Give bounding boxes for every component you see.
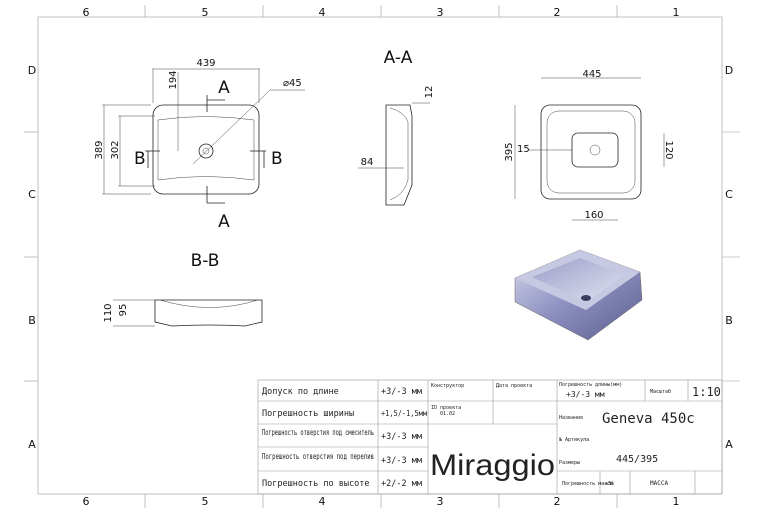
dim-rim: 12: [424, 86, 435, 99]
column-labels: 6 5 4 3 2 1 6 5 4 3 2 1 D C B A D C B A: [28, 6, 733, 508]
name-label: Название: [559, 415, 583, 421]
constructor-label: Конструктор: [431, 383, 464, 389]
frame-ticks: [24, 5, 740, 508]
section-bb-title: B-B: [191, 251, 220, 271]
dim-depth: 84: [361, 157, 374, 168]
col-label: 5: [202, 6, 209, 19]
mass-label: МАССА: [650, 480, 668, 487]
brand-logo: Miraggio: [430, 449, 555, 482]
length-tol: +3/-3 мм: [566, 390, 605, 399]
section-mark-a: A: [218, 78, 230, 98]
tolerance-label: Погрешность отверстия под смеситель: [262, 428, 374, 437]
row-label: B: [725, 314, 733, 327]
section-mark-b: B: [271, 149, 283, 169]
title-block: Допуск по длине Погрешность ширины Погре…: [257, 379, 723, 495]
project-id-label: ID проекта: [431, 405, 461, 411]
dim-hole-width: 160: [584, 210, 603, 221]
dim-front-height: 395: [504, 142, 515, 161]
row-label: A: [725, 438, 733, 451]
tolerance-label: Погрешность по высоте: [262, 479, 369, 489]
tolerance-value: +1,5/-1,5мм: [381, 409, 427, 418]
project-id: 01.02: [440, 411, 455, 417]
row-label: C: [28, 188, 36, 201]
section-bb-view: B-B 110 95: [103, 251, 263, 327]
dim-height-inner: 302: [110, 140, 121, 159]
dim-front-width: 445: [582, 69, 601, 80]
front-view: 445 395 15 160 120: [504, 69, 674, 221]
product-name: Geneva 450c: [602, 411, 695, 427]
size-label: Размеры: [559, 460, 580, 466]
mass-tol: ±3%: [605, 481, 614, 487]
col-label: 2: [554, 6, 561, 19]
tolerance-value: +3/-3 мм: [381, 387, 422, 397]
row-label: D: [725, 64, 733, 77]
tolerance-value: +3/-3 мм: [381, 432, 422, 442]
dim-width: 439: [196, 58, 215, 69]
row-label: D: [28, 64, 36, 77]
dim-bb-outer: 110: [103, 303, 114, 322]
dim-bb-inner: 95: [118, 304, 129, 317]
row-label: C: [725, 188, 733, 201]
col-label: 1: [673, 6, 680, 19]
tolerance-value: +3/-3 мм: [381, 456, 422, 466]
dim-offset: 15: [517, 144, 530, 155]
col-label: 1: [673, 495, 680, 508]
mass-tol-label: Погрешность массы: [562, 481, 613, 487]
section-aa-title: A-A: [384, 48, 413, 68]
scale-label: Масштаб: [650, 388, 671, 395]
tolerance-label: Допуск по длине: [262, 387, 339, 397]
dim-drain: 194: [168, 70, 179, 89]
section-mark-a: A: [218, 212, 230, 232]
dim-height-outer: 389: [94, 140, 105, 159]
tolerance-value: +2/-2 мм: [381, 479, 422, 489]
tolerance-label: Погрешность ширины: [262, 409, 354, 419]
sink-3d-render: [514, 249, 643, 341]
section-mark-b: B: [134, 149, 146, 169]
size-value: 445/395: [616, 454, 658, 465]
col-label: 3: [437, 495, 444, 508]
col-label: 2: [554, 495, 561, 508]
col-label: 4: [319, 6, 326, 19]
dim-hole-height: 120: [663, 140, 674, 159]
col-label: 6: [83, 495, 90, 508]
row-label: B: [28, 314, 36, 327]
tolerance-label: Погрешность отверстия под перелив: [262, 452, 374, 461]
col-label: 4: [319, 495, 326, 508]
col-label: 5: [202, 495, 209, 508]
article-label: № Артикула: [559, 437, 589, 443]
section-aa-view: A-A 12 84: [358, 48, 435, 206]
row-label: A: [28, 438, 36, 451]
col-label: 6: [83, 6, 90, 19]
col-label: 3: [437, 6, 444, 19]
dim-diameter: ⌀45: [283, 78, 302, 89]
scale: 1:10: [692, 385, 721, 399]
length-tol-label: Погрешность длины(мм): [559, 382, 622, 388]
top-view: 439 194 ⌀45 389 302 A A B B: [94, 58, 305, 232]
date-label: Дата проекта: [496, 383, 532, 389]
